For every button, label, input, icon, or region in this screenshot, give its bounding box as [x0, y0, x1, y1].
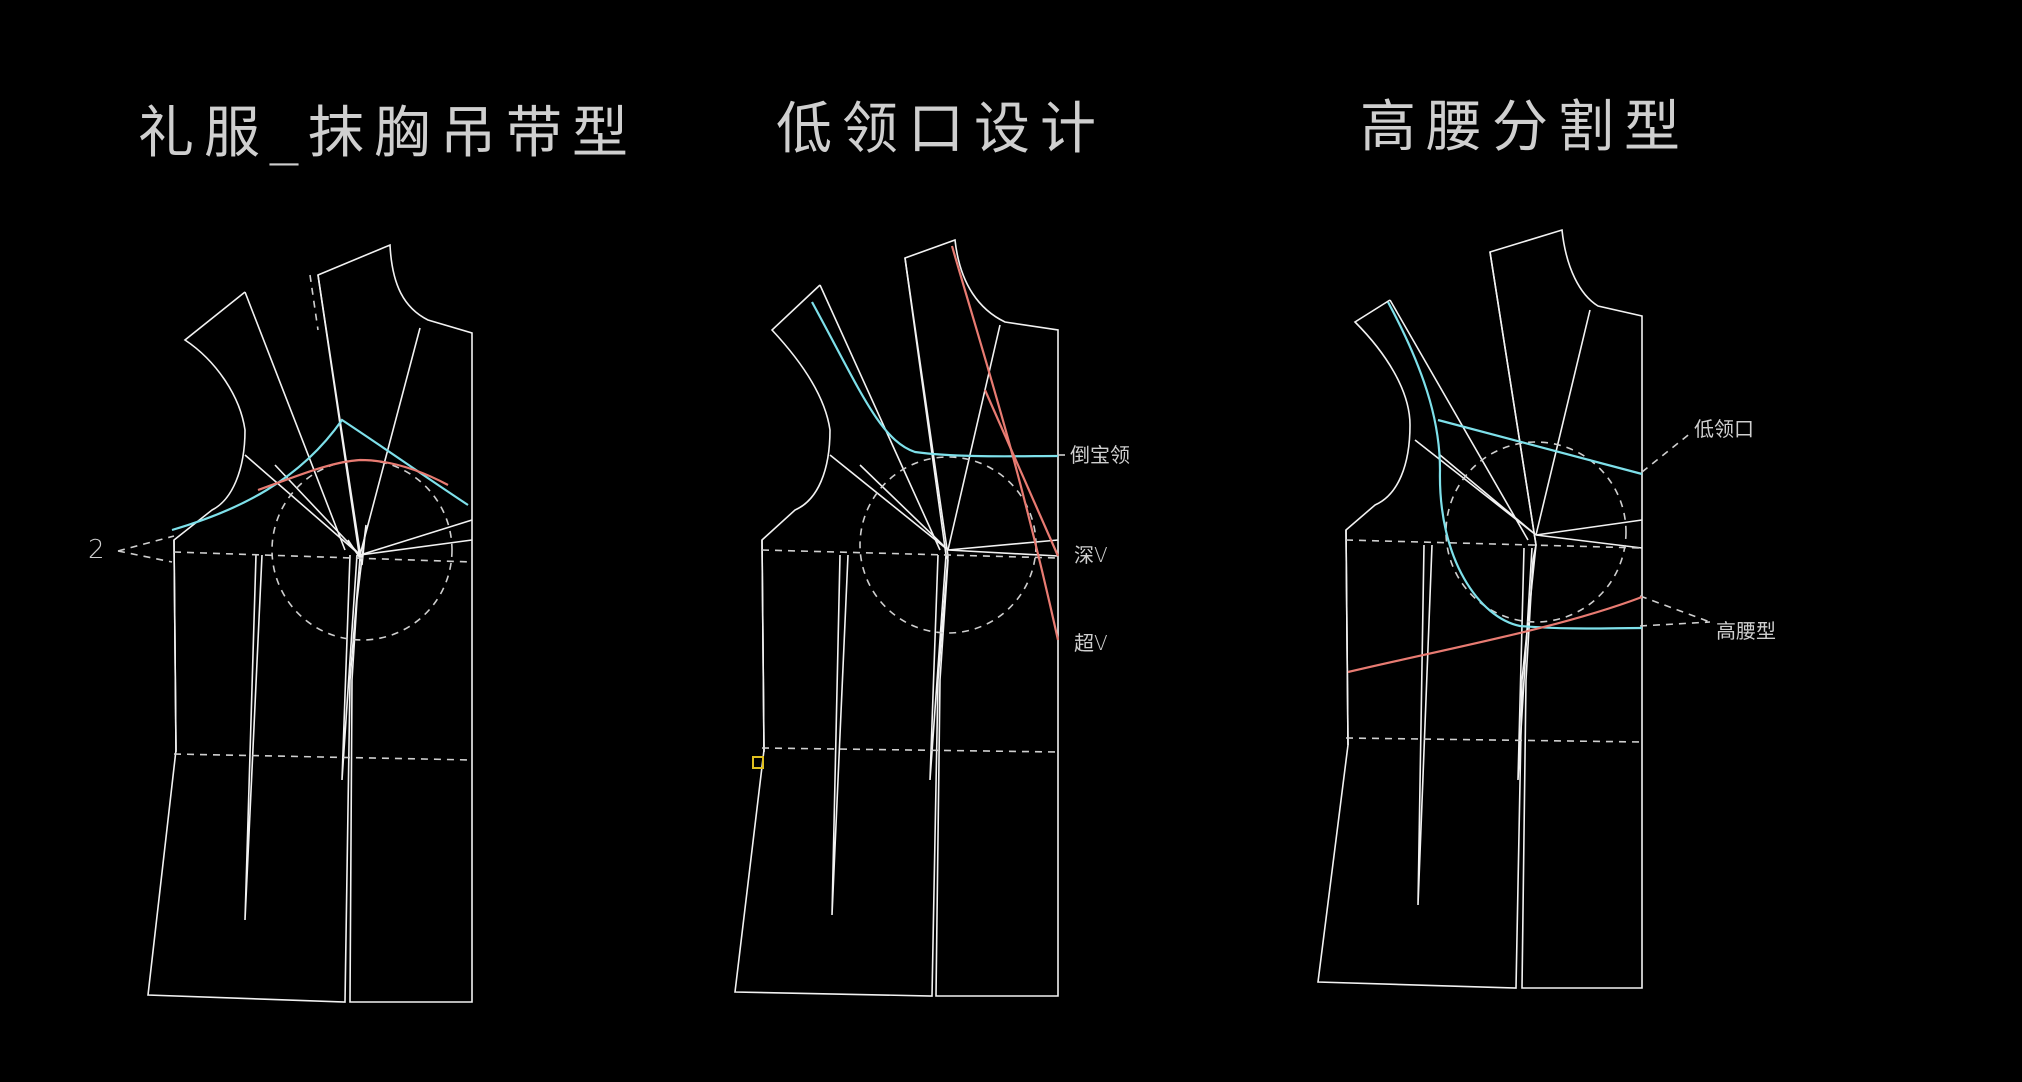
panel-2-red-vneck-2 [983, 389, 1060, 557]
panel-2-guides [761, 454, 1066, 753]
panel-2: 低领口设计 倒宝领 深V 超V [734, 97, 1130, 997]
panel-1-title: 礼服_抹胸吊带型 [138, 101, 638, 166]
panel-3-title: 高腰分割型 [1360, 95, 1690, 160]
panel-2-label-3: 超V [1074, 631, 1108, 655]
panel-3-label-1: 低领口 [1694, 417, 1754, 441]
panel-2-label-2: 深V [1074, 543, 1108, 567]
panel-1-label-2: 2 [88, 535, 105, 565]
panel-3-red-highwaist [1347, 595, 1643, 674]
panel-3-cyan-neckline [1387, 301, 1643, 630]
panel-2-title: 低领口设计 [776, 97, 1106, 162]
panel-3-guides [1345, 431, 1711, 743]
panel-2-label-1: 倒宝领 [1070, 443, 1130, 467]
panel-3-pattern-outline [1317, 228, 1643, 989]
panel-1: 礼服_抹胸吊带型 [88, 101, 638, 1003]
panel-2-pattern-outline [734, 238, 1059, 997]
panel-1-red-bustline [257, 458, 449, 492]
panel-3-label-2: 高腰型 [1716, 619, 1776, 643]
panel-3-cyan-lowneck [1437, 418, 1643, 476]
panel-1-guides [117, 274, 473, 761]
panel-3: 高腰分割型 低领口 高腰型 [1317, 95, 1776, 989]
panel-2-marker [752, 756, 764, 769]
panel-1-cyan-neckline [171, 418, 469, 532]
panel-2-red-vneck [950, 245, 1060, 641]
